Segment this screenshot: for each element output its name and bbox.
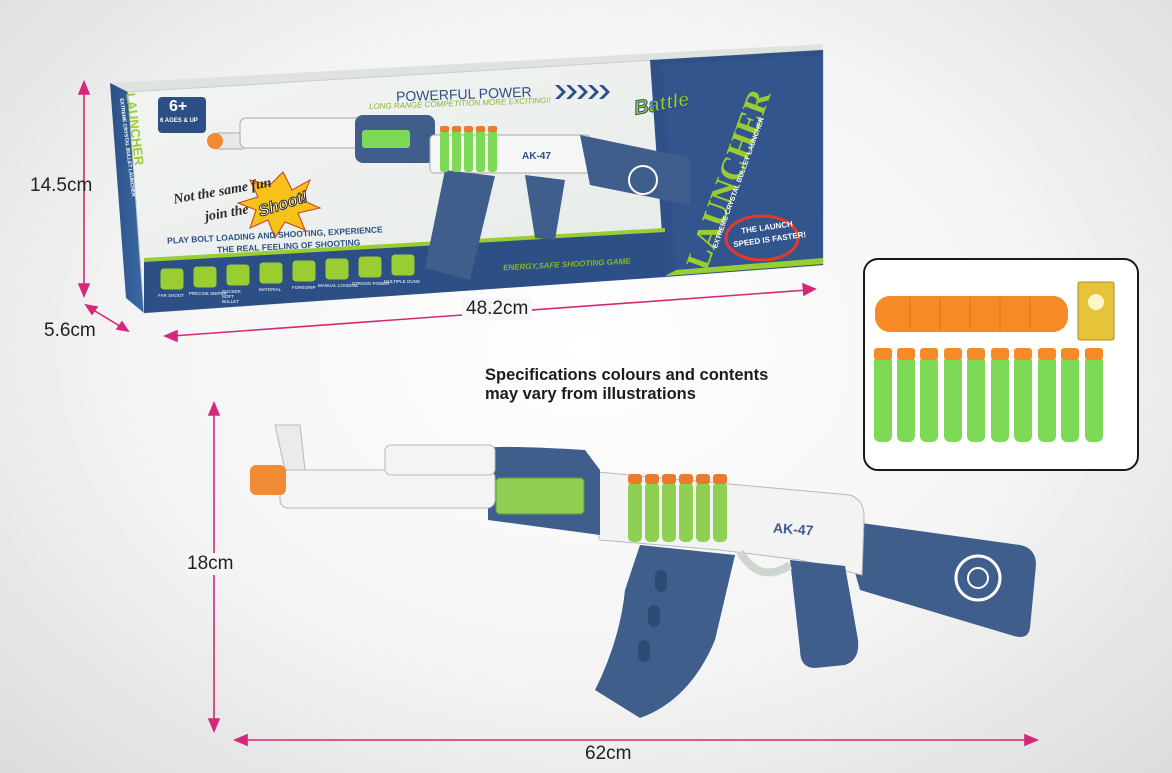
gun-model-label: AK-47	[772, 519, 814, 539]
gun-rail	[495, 477, 585, 515]
stock-emblem-icon	[954, 554, 1002, 602]
box-height-label: 14.5cm	[30, 175, 93, 196]
age-badge-number: 6+	[169, 98, 188, 115]
gun-magazine	[595, 545, 735, 718]
dart-tip-strip	[875, 296, 1068, 332]
box-width-label: 48.2cm	[462, 298, 533, 320]
feature-label: FOREGRIP	[292, 285, 316, 290]
gun-length-label: 62cm	[585, 743, 632, 764]
gun-height-label: 18cm	[187, 553, 234, 575]
gun-barrel	[279, 469, 496, 509]
gun-muzzle	[250, 465, 286, 495]
note-line-2: may vary from illustrations	[485, 385, 696, 403]
specification-note: Specifications colours and contents may …	[485, 366, 768, 404]
feature-label: PRECISE SNIPER	[189, 291, 227, 296]
box-spine	[110, 83, 144, 313]
gun-darts	[628, 482, 727, 542]
feature-label: SUCKER SOFT BULLET	[222, 289, 241, 304]
gun-grip	[790, 560, 859, 668]
note-line-1: Specifications colours and contents	[485, 366, 769, 384]
feature-label: MANUAL LOADING	[318, 283, 359, 288]
chevron-arrows	[555, 85, 610, 99]
age-badge	[158, 97, 206, 133]
feature-label: MATERIAL	[259, 287, 282, 292]
box-model-label: AK-47	[522, 151, 551, 162]
inset-darts	[874, 356, 1103, 442]
age-badge-sub: 6 AGES & UP	[160, 118, 198, 124]
box-top-face	[110, 44, 823, 92]
feature-icons	[159, 253, 416, 291]
gun-stock	[840, 520, 1036, 637]
box-depth-label: 5.6cm	[44, 320, 96, 341]
starburst-badge	[236, 171, 322, 240]
main-gun-illustration	[250, 424, 1036, 718]
box-gun-illustration	[207, 115, 690, 280]
feature-label: FAR SHOOT	[158, 293, 185, 298]
feature-label: STRONG POWER	[352, 281, 390, 286]
feature-label: MULTIPLE GUNS	[384, 279, 420, 284]
gel-bead-packet	[1077, 281, 1115, 341]
